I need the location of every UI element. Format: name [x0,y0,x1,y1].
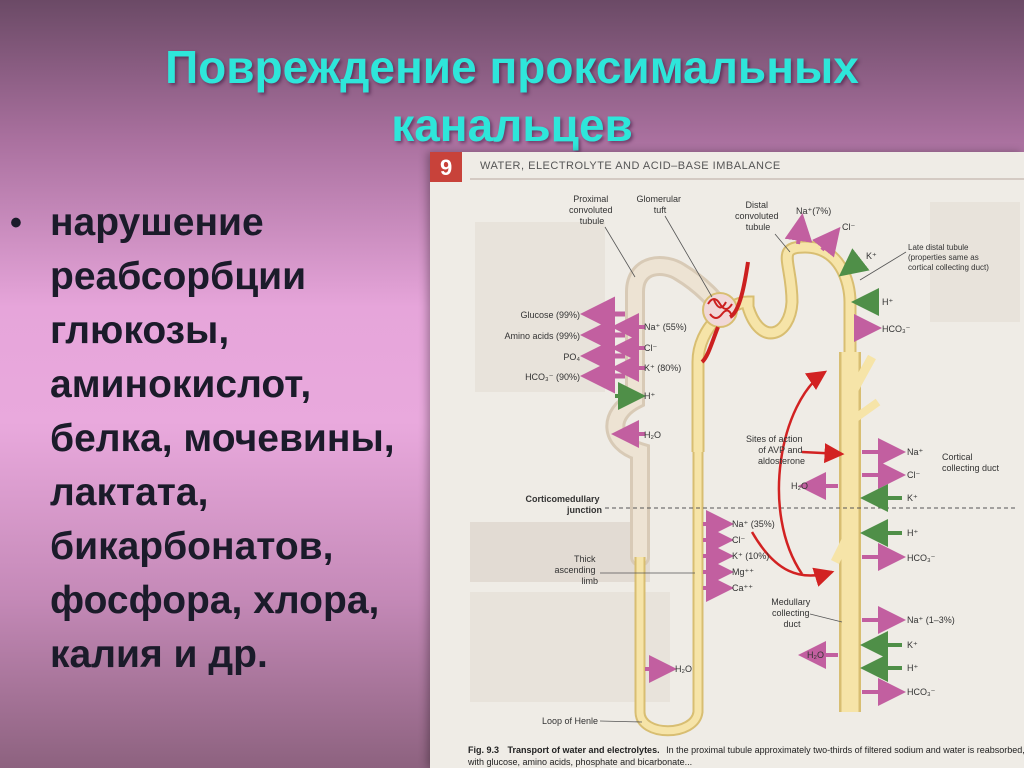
slide-title-line-1: Повреждение проксимальных [0,38,1024,96]
na7-label: Na⁺(7%) [796,206,831,216]
faded-text-block [930,202,1020,322]
tal-cl-label: Cl⁻ [732,535,745,545]
tal-ca-label: Ca⁺⁺ [732,583,753,593]
cortical-hco3-label: HCO₃⁻ [907,553,936,563]
late-distal-label-line: Late distal tubule [908,243,969,252]
chapter-number: 9 [440,155,452,180]
loop-h2o-label: H₂O [675,664,692,674]
na7-arrow [798,217,802,244]
distal-label-line: convoluted [735,211,779,221]
medullary-na-label: Na⁺ (1–3%) [907,615,955,625]
po4-label: PO₄ [563,352,580,362]
cortical-na-label: Na⁺ [907,447,924,457]
sites-label-line: Sites of action [746,434,803,444]
thick-label-line: limb [581,576,598,586]
bowman-capsule [703,293,737,327]
thick-label-line: Thick [574,554,596,564]
duct-branch [850,317,852,342]
proximal-label: Proximal convoluted tubule [569,194,615,226]
medullary-label-line: duct [783,619,801,629]
thick-label-line: ascending [554,565,595,575]
medullary-h2o-label: H₂O [807,650,824,660]
cortical-label: Cortical collecting duct [942,452,1000,473]
glomerular-label: Glomerular tuft [636,194,683,215]
glomerular-label-line: Glomerular [636,194,681,204]
proximal-label-line: tubule [580,216,605,226]
medullary-hco3-label: HCO₃⁻ [907,687,936,697]
late-distal-label-line: cortical collecting duct) [908,263,989,272]
na55-label: Na⁺ (55%) [644,322,687,332]
cortical-label-line: collecting duct [942,463,1000,473]
cortical-h-label: H⁺ [907,528,918,538]
corticomedullary-label-line: Corticomedullary [525,494,599,504]
amino-acids-label: Amino acids (99%) [504,331,580,341]
k80-label: K⁺ (80%) [644,363,681,373]
distal-leader [775,234,790,252]
bullet-dot-icon: • [10,196,50,682]
cortical-cl-label: Cl⁻ [907,470,920,480]
medullary-leader [810,614,842,622]
figure-header: WATER, ELECTROLYTE AND ACID–BASE IMBALAN… [480,160,781,172]
caption-text: In the proximal tubule approximately two… [666,745,1024,755]
proximal-label-line: convoluted [569,205,613,215]
distal-label-line: Distal [745,200,768,210]
cortical-label-line: Cortical [942,452,973,462]
medullary-label: Medullary collecting duct [771,597,813,629]
sites-label: Sites of action of AVP and aldosterone [746,434,805,466]
figure-caption: Fig. 9.3 Transport of water and electrol… [468,745,1024,755]
distal-cl-label: Cl⁻ [842,222,855,232]
tal-mg-label: Mg⁺⁺ [732,567,754,577]
avp-action-arrow-middle [802,452,842,454]
medullary-label-line: collecting [772,608,810,618]
late-distal-label-line: (properties same as [908,253,979,262]
sites-label-line: of AVP and [758,445,802,455]
tal-k10-label: K⁺ (10%) [732,551,769,561]
corticomedullary-label: Corticomedullary junction [525,494,602,515]
proximal-leader [605,227,635,277]
proximal-label-line: Proximal [573,194,608,204]
distal-label-line: tubule [746,222,771,232]
medullary-k-label: K⁺ [907,640,918,650]
caption-text-line-2: with glucose, amino acids, phosphate and… [467,757,692,767]
h-label: H⁺ [644,391,655,401]
bullet-list: • нарушение реабсорбции глюкозы, аминоки… [10,196,430,682]
slide-title-line-2: канальцев [0,96,1024,154]
hco3-90-label: HCO₃⁻ (90%) [525,372,580,382]
nephron-figure: 9 WATER, ELECTROLYTE AND ACID–BASE IMBAL… [430,152,1024,768]
medullary-label-line: Medullary [771,597,811,607]
cortical-k-label: K⁺ [907,493,918,503]
glucose-label: Glucose (99%) [520,310,580,320]
late-hco3-label: HCO₃⁻ [882,324,911,334]
avp-action-arrow-upper [779,372,825,574]
nephron-diagram: 9 WATER, ELECTROLYTE AND ACID–BASE IMBAL… [430,152,1024,768]
caption-title: Transport of water and electrolytes. [508,745,660,755]
loop-label: Loop of Henle [542,716,598,726]
glomerular-label-line: tuft [654,205,667,215]
loop-leader [600,721,642,722]
slide-title: Повреждение проксимальных канальцев [0,38,1024,154]
h2o-label: H₂O [644,430,661,440]
cortical-h2o-label: H₂O [791,481,808,491]
caption-label: Fig. 9.3 [468,745,499,755]
bullet-text: нарушение реабсорбции глюкозы, аминокисл… [50,196,395,682]
late-h-label: H⁺ [882,297,893,307]
distal-label: Distal convoluted tubule [735,200,781,232]
distal-k-label: K⁺ [866,251,877,261]
faded-text-block [475,222,605,392]
sites-label-line: aldosterone [758,456,805,466]
tal-na35-label: Na⁺ (35%) [732,519,775,529]
medullary-h-label: H⁺ [907,663,918,673]
cl-label: Cl⁻ [644,343,657,353]
corticomedullary-label-line: junction [566,505,602,515]
